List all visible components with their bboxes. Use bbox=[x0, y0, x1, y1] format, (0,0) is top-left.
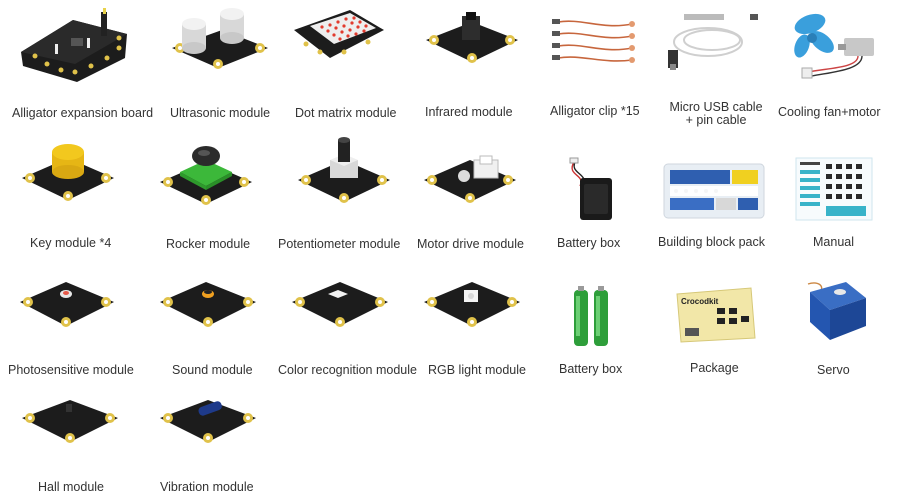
micro-usb-cable-icon bbox=[664, 12, 764, 72]
item-label: RGB light module bbox=[428, 363, 526, 377]
item-label: Rocker module bbox=[166, 237, 251, 251]
item-label: Infrared module bbox=[425, 105, 513, 119]
item-label: Sound module bbox=[172, 363, 253, 377]
item-label: Cooling fan+motor bbox=[778, 105, 881, 119]
item-label: Servo bbox=[817, 363, 850, 377]
manual-icon bbox=[795, 157, 876, 222]
item-label: Vibration module bbox=[160, 480, 254, 494]
item-label-line2: + pin cable bbox=[685, 113, 747, 127]
key-module-icon bbox=[18, 138, 118, 212]
item-label: Photosensitive module bbox=[8, 363, 134, 377]
cooling-fan-motor-icon bbox=[788, 10, 882, 80]
item-label: Potentiometer module bbox=[278, 237, 401, 251]
servo-icon bbox=[804, 280, 868, 344]
sound-module-icon bbox=[156, 278, 260, 340]
vibration-module-icon bbox=[156, 396, 260, 456]
hall-module-icon bbox=[18, 396, 122, 456]
aa-batteries-icon bbox=[572, 286, 612, 348]
item-label: Manual bbox=[813, 235, 854, 249]
item-label: Hall module bbox=[38, 480, 105, 494]
infrared-module-icon bbox=[422, 12, 522, 74]
item-label: Motor drive module bbox=[417, 237, 524, 251]
potentiometer-module-icon bbox=[294, 137, 394, 214]
item-label: Package bbox=[690, 361, 739, 375]
rgb-light-module-icon bbox=[420, 276, 524, 340]
item-label: Micro USB cable bbox=[669, 100, 763, 114]
battery-box-icon bbox=[566, 156, 616, 222]
item-label: Key module *4 bbox=[30, 236, 112, 250]
dot-matrix-module-icon bbox=[292, 10, 388, 66]
package-icon: Crocodkit bbox=[676, 287, 757, 344]
motor-drive-module-icon bbox=[420, 148, 520, 214]
item-label: Battery box bbox=[557, 236, 621, 250]
alligator-clip-icon bbox=[552, 16, 638, 66]
item-label: Ultrasonic module bbox=[170, 106, 271, 120]
ultrasonic-module-icon bbox=[168, 6, 272, 76]
alligator-expansion-board-icon bbox=[15, 8, 135, 88]
package-brand-text: Crocodkit bbox=[681, 297, 719, 306]
item-label: Color recognition module bbox=[278, 363, 417, 377]
rocker-module-icon bbox=[156, 140, 256, 214]
item-label: Alligator clip *15 bbox=[550, 104, 640, 118]
item-label: Building block pack bbox=[658, 235, 766, 249]
item-label: Battery box bbox=[559, 362, 623, 376]
item-label: Dot matrix module bbox=[295, 106, 397, 120]
item-label: Alligator expansion board bbox=[12, 106, 154, 120]
photosensitive-module-icon bbox=[16, 276, 118, 340]
building-block-pack-icon bbox=[662, 158, 766, 220]
color-recognition-module-icon bbox=[288, 278, 392, 340]
